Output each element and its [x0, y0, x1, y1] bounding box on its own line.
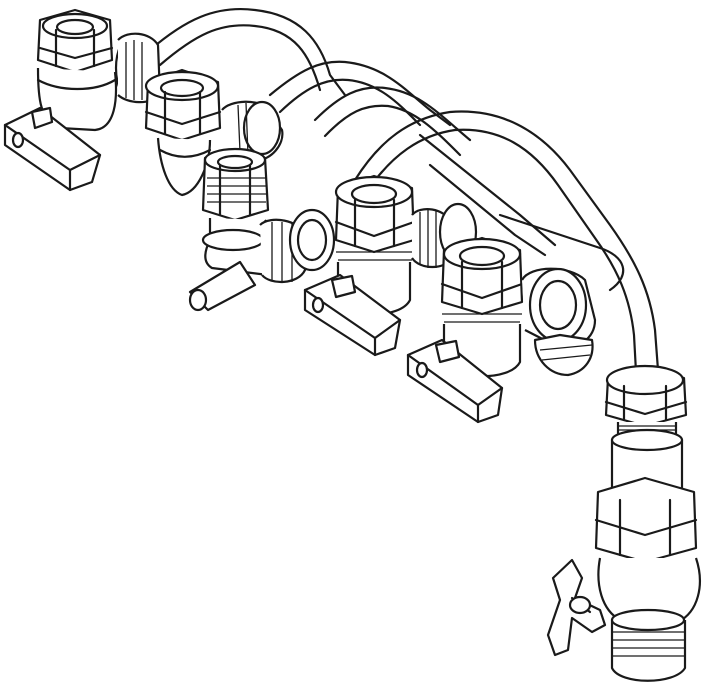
ball-valve-top-left — [3, 8, 162, 192]
main-inlet-valve — [546, 364, 701, 682]
drain-cock — [188, 147, 336, 312]
ball-valve-center — [303, 174, 478, 357]
ball-valve-right — [406, 236, 597, 424]
pipe-loops — [148, 8, 660, 374]
